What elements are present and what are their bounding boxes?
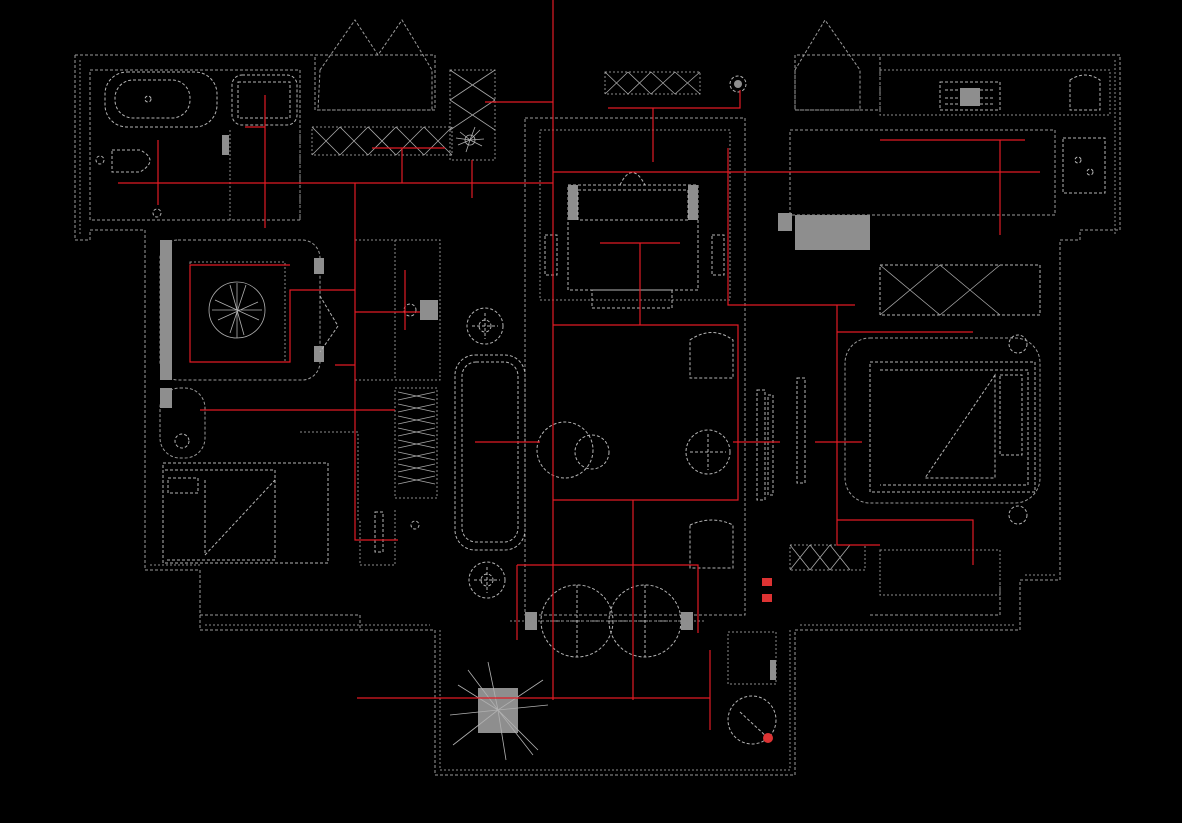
ceiling-light-icon: [729, 75, 747, 93]
left-bedroom: [159, 239, 441, 566]
plant-icon: [449, 661, 549, 761]
round-tables: [510, 584, 705, 658]
bed-icon: [869, 361, 1036, 493]
plant-icon: [455, 126, 485, 153]
electrical-wiring: [118, 0, 1040, 730]
outer-walls: [74, 54, 1121, 776]
living-room: [454, 307, 806, 599]
rug-icon: [208, 281, 266, 339]
toilet-icon: [111, 149, 151, 173]
balcony: [449, 578, 777, 761]
sofa-icon: [454, 354, 526, 551]
right-bedroom: [778, 69, 1111, 596]
stove-icon: [939, 81, 1001, 111]
bathroom-top-left: [89, 69, 301, 221]
dining-table-icon: [567, 184, 699, 291]
ceiling-light-icon: [466, 307, 504, 345]
dining-room: [524, 117, 746, 616]
bathtub-icon: [104, 71, 218, 128]
bed-icon: [162, 462, 329, 564]
gable-shapes: [317, 19, 861, 111]
sink-icon: [231, 74, 298, 126]
closet-top-middle: [311, 69, 747, 161]
